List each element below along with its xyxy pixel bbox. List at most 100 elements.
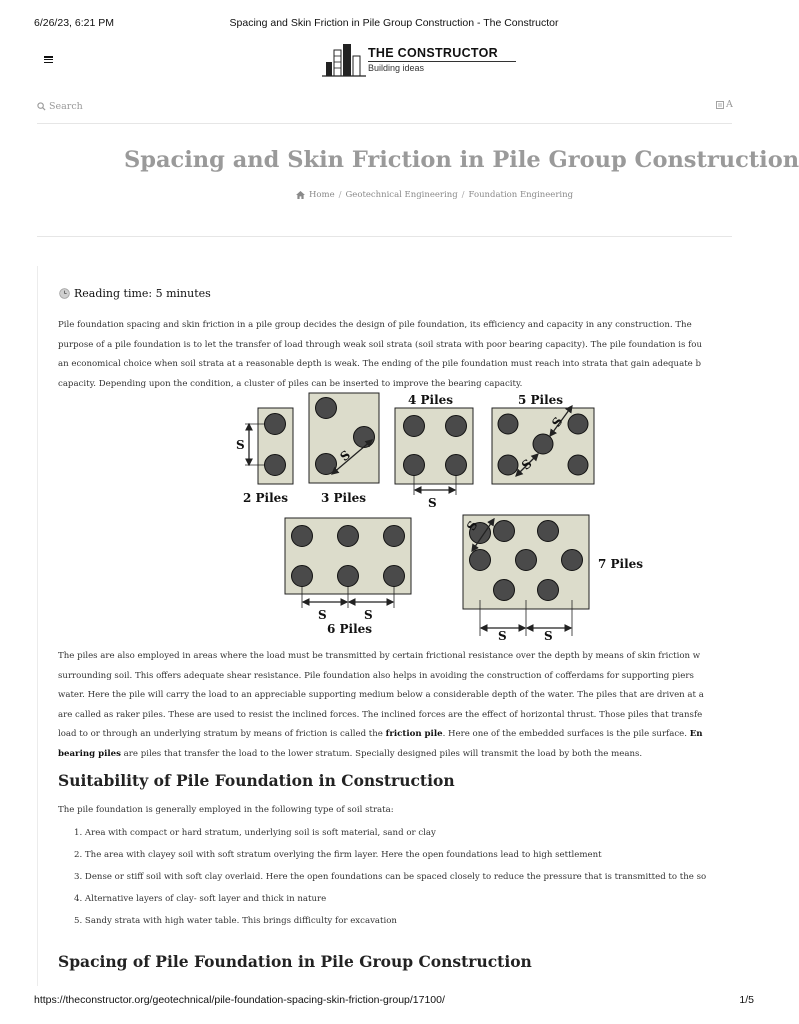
pile bbox=[337, 565, 359, 587]
text-line: water. Here the pile will carry the load… bbox=[58, 690, 704, 700]
breadcrumb-home[interactable]: Home bbox=[309, 190, 335, 200]
spacing-arrow bbox=[471, 517, 495, 553]
pile bbox=[537, 520, 559, 542]
spacing-label: S bbox=[236, 438, 245, 452]
home-icon bbox=[296, 191, 305, 199]
clock-icon bbox=[59, 288, 70, 299]
pile bbox=[403, 415, 425, 437]
building-logo-icon bbox=[322, 44, 366, 77]
pile bbox=[567, 413, 589, 435]
header-divider bbox=[37, 123, 732, 124]
piles-paragraph: The piles are also employed in areas whe… bbox=[58, 647, 748, 764]
print-footer: https://theconstructor.org/geotechnical/… bbox=[34, 994, 754, 1008]
list-item: 1. Area with compact or hard stratum, un… bbox=[74, 828, 436, 838]
pile bbox=[493, 579, 515, 601]
pile bbox=[315, 397, 337, 419]
logo-tagline: Building ideas bbox=[368, 63, 425, 73]
print-url: https://theconstructor.org/geotechnical/… bbox=[34, 994, 445, 1006]
pile bbox=[469, 549, 491, 571]
label-3-piles: 3 Piles bbox=[321, 491, 366, 505]
list-item: 3. Dense or stiff soil with soft clay ov… bbox=[74, 871, 707, 882]
text-line: capacity. Depending upon the condition, … bbox=[58, 378, 523, 389]
site-logo[interactable]: THE CONSTRUCTOR Building ideas bbox=[322, 42, 522, 78]
label-5-piles: 5 Piles bbox=[518, 393, 563, 407]
pile-group-figure: S 2 Piles S 3 Piles S 4 Piles bbox=[232, 388, 643, 643]
list-item: 2. The area with clayey soil with soft s… bbox=[74, 849, 602, 860]
text-line: are called as raker piles. These are use… bbox=[58, 709, 703, 720]
breadcrumb-separator: / bbox=[461, 190, 465, 200]
text-line: bearing piles are piles that transfer th… bbox=[58, 745, 748, 765]
text-line: surrounding soil. This offers adequate s… bbox=[58, 670, 694, 681]
title-divider bbox=[37, 236, 732, 237]
list-item: 4. Alternative layers of clay- soft laye… bbox=[74, 893, 327, 904]
pile bbox=[264, 413, 286, 435]
print-header: 6/26/23, 6:21 PM Spacing and Skin Fricti… bbox=[34, 17, 754, 31]
print-datetime: 6/26/23, 6:21 PM bbox=[34, 17, 114, 29]
account-link[interactable]: A bbox=[716, 99, 733, 110]
page-title: Spacing and Skin Friction in Pile Group … bbox=[124, 147, 799, 173]
pile bbox=[353, 426, 375, 448]
term-friction-pile: friction pile bbox=[385, 729, 443, 739]
hamburger-icon[interactable] bbox=[44, 56, 53, 64]
text-run: . Here one of the embedded surfaces is t… bbox=[442, 729, 690, 739]
heading-suitability: Suitability of Pile Foundation in Constr… bbox=[58, 771, 455, 790]
text-line: The piles are also employed in areas whe… bbox=[58, 651, 701, 661]
spacing-arrow bbox=[515, 453, 539, 477]
reading-time-text: Reading time: 5 minutes bbox=[74, 287, 211, 300]
pile bbox=[537, 579, 559, 601]
breadcrumb-separator: / bbox=[338, 190, 342, 200]
account-card-icon bbox=[716, 100, 724, 109]
intro-paragraph: Pile foundation spacing and skin frictio… bbox=[58, 316, 748, 394]
heading-spacing: Spacing of Pile Foundation in Pile Group… bbox=[58, 952, 532, 971]
pile bbox=[445, 454, 467, 476]
search-box[interactable]: Search bbox=[37, 99, 83, 113]
breadcrumb-geotechnical[interactable]: Geotechnical Engineering bbox=[345, 190, 458, 200]
pile bbox=[264, 454, 286, 476]
pile bbox=[383, 525, 405, 547]
pile bbox=[291, 525, 313, 547]
spacing-label: S bbox=[364, 608, 373, 622]
pile bbox=[445, 415, 467, 437]
pile bbox=[515, 549, 537, 571]
spacing-label: S bbox=[544, 629, 553, 643]
search-icon bbox=[37, 101, 46, 111]
spacing-label: S bbox=[498, 629, 507, 643]
pile bbox=[497, 413, 519, 435]
spacing-label: S bbox=[428, 496, 437, 510]
pile bbox=[291, 565, 313, 587]
logo-name: THE CONSTRUCTOR bbox=[368, 46, 498, 60]
list-item: 5. Sandy strata with high water table. T… bbox=[74, 915, 397, 926]
logo-divider bbox=[368, 61, 516, 62]
pile bbox=[315, 453, 337, 475]
suitability-list: 1. Area with compact or hard stratum, un… bbox=[74, 828, 706, 937]
spacing-arrow bbox=[331, 439, 373, 475]
pile bbox=[497, 454, 519, 476]
spacing-label: S bbox=[318, 608, 327, 622]
label-7-piles: 7 Piles bbox=[598, 557, 643, 571]
pile bbox=[561, 549, 583, 571]
text-line: load to or through an underlying stratum… bbox=[58, 725, 748, 745]
print-page-number: 1/5 bbox=[739, 994, 754, 1006]
pile bbox=[337, 525, 359, 547]
text-line: an economical choice when soil strata at… bbox=[58, 359, 701, 369]
print-document-title: Spacing and Skin Friction in Pile Group … bbox=[229, 17, 559, 29]
spacing-arrow bbox=[549, 404, 573, 438]
article-content: Reading time: 5 minutes Pile foundation … bbox=[37, 266, 732, 986]
pile bbox=[532, 433, 554, 455]
reading-time: Reading time: 5 minutes bbox=[59, 287, 211, 300]
pile bbox=[567, 454, 589, 476]
label-6-piles: 6 Piles bbox=[327, 622, 372, 636]
breadcrumb-foundation[interactable]: Foundation Engineering bbox=[468, 190, 574, 200]
text-run: are piles that transfer the load to the … bbox=[120, 748, 643, 759]
label-4-piles: 4 Piles bbox=[408, 393, 453, 407]
label-2-piles: 2 Piles bbox=[243, 491, 288, 505]
pile bbox=[403, 454, 425, 476]
text-line: Pile foundation spacing and skin frictio… bbox=[58, 320, 692, 330]
text-line: purpose of a pile foundation is to let t… bbox=[58, 339, 702, 350]
breadcrumb: Home / Geotechnical Engineering / Founda… bbox=[296, 190, 573, 200]
term-bearing-piles: bearing piles bbox=[58, 748, 121, 759]
pile bbox=[383, 565, 405, 587]
pile-group-diagram: S 2 Piles S 3 Piles S 4 Piles bbox=[236, 392, 643, 643]
text-run: load to or through an underlying stratum… bbox=[58, 729, 386, 739]
term-end-bearing: En bbox=[689, 729, 703, 739]
